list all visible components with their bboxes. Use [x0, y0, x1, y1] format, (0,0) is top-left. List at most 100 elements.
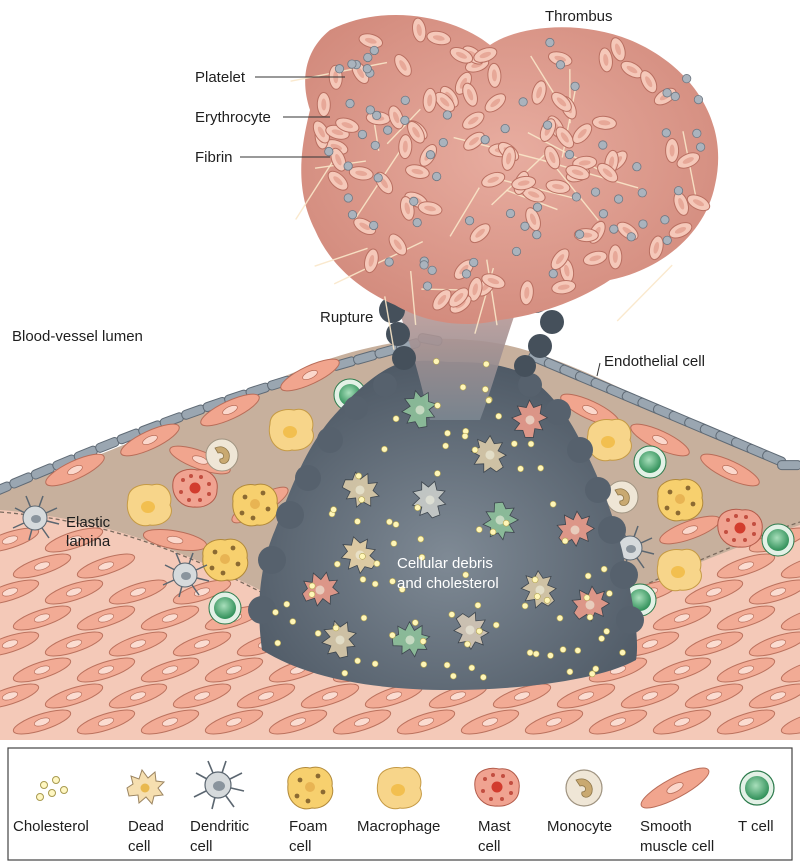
mast-cell-granule: [726, 518, 730, 522]
smooth-muscle-nucleus: [222, 405, 238, 415]
smooth-muscle-cell: [12, 657, 72, 683]
cholesterol-crystal: [527, 440, 535, 448]
smooth-muscle-cell: [204, 709, 264, 735]
necrotic-core: [259, 360, 638, 690]
mast-cell-granule: [199, 475, 203, 479]
cholesterol-crystal: [359, 576, 367, 583]
smooth-muscle-nucleus: [33, 613, 51, 623]
legend-label-mast-2: cell: [478, 838, 501, 855]
smooth-muscle-cell: [120, 423, 180, 457]
erythrocyte-center: [321, 98, 327, 111]
dendritic-nucleus: [626, 545, 636, 553]
smooth-muscle-nucleus: [225, 665, 243, 675]
legend-mast-cell-icon: [474, 767, 520, 807]
smooth-muscle-cell: [700, 453, 760, 487]
erythrocyte-center: [645, 76, 653, 88]
endothelial-cell: [777, 460, 800, 471]
platelet: [372, 110, 382, 120]
cholesterol-crystal: [392, 521, 400, 528]
smooth-muscle-nucleus: [652, 435, 668, 445]
platelet: [370, 140, 380, 151]
erythrocyte-center: [475, 228, 485, 238]
erythrocyte-center: [411, 168, 424, 175]
platelet: [626, 232, 636, 242]
smooth-muscle-nucleus: [97, 717, 115, 727]
platelet: [571, 192, 582, 202]
platelet: [363, 52, 373, 63]
foam-cell-droplet: [220, 570, 226, 576]
platelet: [384, 257, 394, 267]
cholesterol-crystal: [474, 601, 482, 609]
smooth-muscle-nucleus: [673, 613, 691, 623]
dead-cell-core: [415, 405, 425, 415]
fibrin-strand: [486, 259, 498, 326]
smooth-muscle-cell: [108, 579, 168, 605]
smooth-muscle-nucleus: [97, 561, 115, 571]
erythrocyte-center: [598, 120, 611, 126]
erythrocyte-center: [341, 122, 354, 129]
erythrocyte-center: [330, 143, 343, 151]
t-cell-nucleus: [629, 589, 651, 611]
erythrocyte-center: [487, 278, 500, 285]
erythrocyte-center: [468, 116, 479, 125]
foam-cell: [202, 538, 249, 582]
foam-cell-droplet: [242, 494, 248, 500]
mast-cell-granule: [744, 515, 748, 519]
cholesterol-crystal: [371, 580, 379, 588]
smooth-muscle-cell: [684, 631, 744, 657]
smooth-muscle-nucleus: [65, 587, 83, 597]
cholesterol-crystal: [532, 650, 540, 658]
erythrocyte-center: [682, 157, 694, 164]
erythrocyte-center: [380, 177, 388, 189]
fibrin-strand: [333, 241, 424, 285]
legend-label-monocyte: Monocyte: [547, 818, 612, 835]
smooth-muscle-cell: [716, 553, 776, 579]
platelet: [518, 97, 528, 107]
mast-cell-granule: [734, 514, 738, 518]
platelet: [343, 161, 353, 171]
platelet: [369, 220, 379, 231]
cholesterol-crystal: [556, 614, 564, 622]
mast-cell-granule: [743, 538, 747, 542]
erythrocyte: [676, 152, 701, 169]
erythrocyte-center: [454, 292, 464, 303]
erythrocyte: [405, 164, 430, 179]
legend-label-dead-1: Dead: [128, 818, 164, 835]
erythrocyte: [511, 175, 537, 191]
erythrocyte-center: [692, 199, 705, 207]
label-core-2: and cholesterol: [397, 575, 499, 592]
cholesterol-crystal: [434, 470, 441, 477]
cholesterol-crystal: [389, 631, 396, 639]
cholesterol-crystal: [355, 472, 362, 480]
smooth-muscle-cell: [0, 527, 40, 553]
erythrocyte-center: [404, 202, 411, 215]
platelet: [505, 208, 516, 219]
cholesterol-crystal: [537, 464, 544, 472]
cholesterol-crystal: [482, 360, 490, 368]
smooth-muscle-cell: [332, 709, 392, 735]
smooth-muscle-cell: [588, 709, 648, 735]
platelet: [662, 88, 672, 98]
smooth-muscle-cell: [0, 631, 40, 657]
macrophage-nucleus: [671, 566, 685, 578]
erythrocyte-center: [317, 126, 325, 138]
legend-label-dendritic-1: Dendritic: [190, 818, 250, 835]
legend-label-dendritic-2: cell: [190, 838, 213, 855]
smooth-muscle-body: [780, 709, 800, 735]
erythrocyte-center: [602, 168, 613, 178]
erythrocyte: [610, 37, 626, 62]
smooth-muscle-nucleus: [673, 665, 691, 675]
cholesterol-crystal: [360, 614, 368, 622]
legend-t-cell-icon: [739, 770, 775, 806]
platelet: [564, 149, 575, 160]
cholesterol-crystal: [482, 386, 489, 393]
cholesterol-crystal: [547, 652, 554, 659]
mast-cell-granule: [724, 530, 728, 534]
erythrocyte-center: [466, 88, 474, 101]
smooth-muscle-cell: [396, 709, 456, 735]
mast-cell-granule: [198, 498, 202, 502]
erythrocyte-center: [608, 156, 615, 169]
cholesterol-crystal: [549, 500, 557, 508]
smooth-muscle-nucleus: [161, 717, 179, 727]
